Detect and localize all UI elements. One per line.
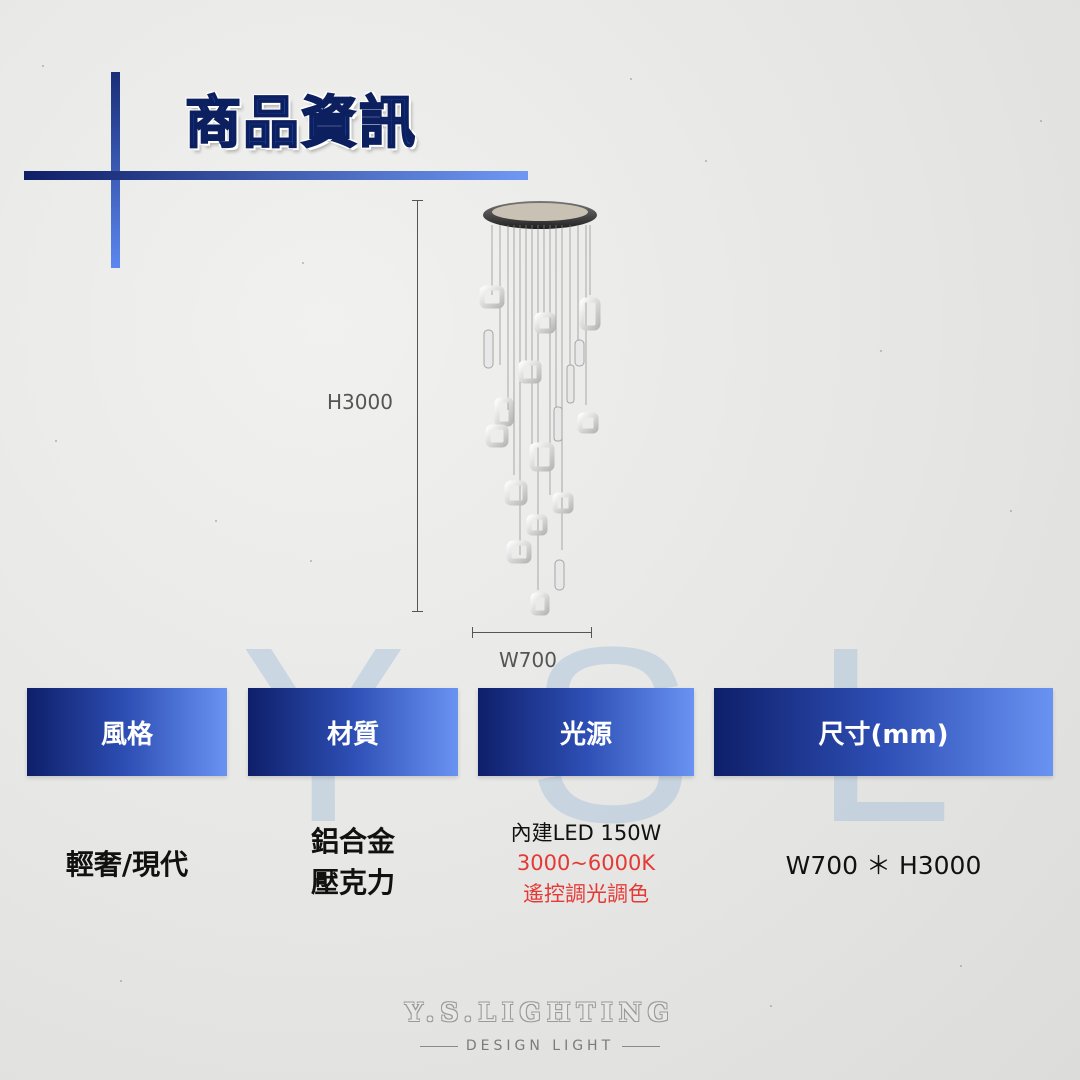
material-values: 鋁合金 壓克力 [248, 822, 458, 903]
material-value-1: 鋁合金 [310, 825, 395, 858]
tagline-text: DESIGN LIGHT [465, 1038, 615, 1054]
light-value-color-temp: 3000~6000K [516, 851, 656, 876]
tagline-rule-left [419, 1045, 458, 1047]
style-header: 風格 [27, 688, 227, 776]
size-value: W700 ＊ H3000 [785, 851, 982, 880]
brand-tagline: DESIGN LIGHT [0, 1038, 1080, 1054]
material-header: 材質 [248, 688, 458, 776]
width-dimension-line [472, 627, 592, 638]
material-value-2: 壓克力 [310, 865, 395, 899]
brand-logo: Y.S.LIGHTING [405, 998, 675, 1027]
light-value-power: 內建LED 150W [510, 821, 662, 845]
tagline-rule-right [622, 1045, 661, 1047]
style-value: 輕奢/現代 [65, 848, 189, 881]
light-value-remote: 遙控調光調色 [523, 881, 649, 906]
light-source-values: 內建LED 150W 3000~6000K 遙控調光調色 [478, 818, 694, 909]
height-dimension-line [412, 200, 423, 612]
height-label: H3000 [327, 390, 393, 414]
title-decoration-vertical [111, 72, 120, 268]
chandelier-image [479, 201, 601, 616]
light-source-header: 光源 [478, 688, 694, 776]
width-label: W700 [499, 648, 557, 672]
size-header: 尺寸(mm) [714, 688, 1053, 776]
page-title: 商品資訊 [184, 90, 417, 157]
title-decoration-horizontal [24, 171, 528, 180]
